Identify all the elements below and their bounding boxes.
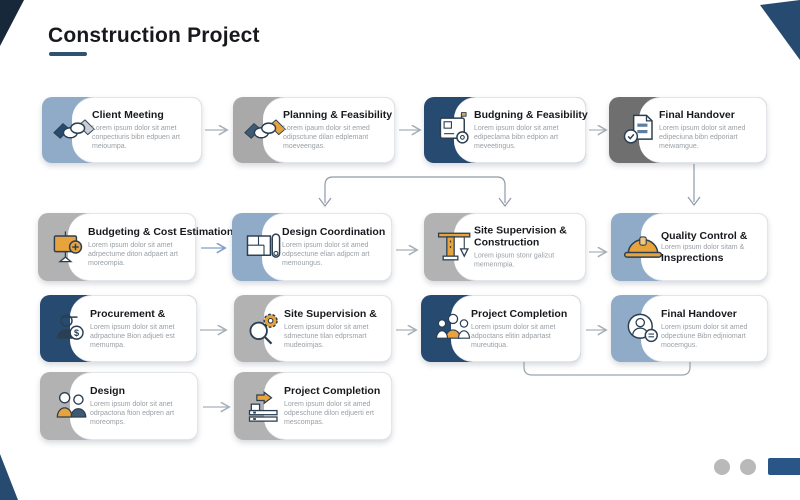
- card-body: Lorem ipsum dolor sit amet adrpectume di…: [88, 241, 178, 268]
- title-underline: [49, 52, 87, 56]
- card-title: Client Meeting: [92, 108, 164, 121]
- card-panel: [68, 213, 196, 281]
- card-final-handover-1: Final Handover Lorem ipsum dolor sit ame…: [609, 97, 767, 163]
- card-panel: [262, 213, 392, 281]
- card-title: Site Supervision & Construction: [474, 224, 567, 249]
- card-design-coordination: Design Coordination Lorem ipsum dolor si…: [232, 213, 392, 281]
- person-badge-icon: [627, 313, 658, 342]
- card-body: Lorem ipsum dolor sit amed edipeciuna bi…: [659, 124, 746, 151]
- card-panel: [641, 213, 768, 281]
- card-planning-feasibility: Planning & Feasibility Lorem ipaum dolor…: [233, 97, 395, 163]
- card-title: Final Handover: [659, 108, 735, 121]
- pagination-dot-2[interactable]: [740, 459, 756, 475]
- card-body: Lorem ipsum dolor sit amet conpectiuris …: [92, 124, 180, 151]
- search-gear-icon: [249, 313, 278, 344]
- corner-decoration-top-right: [760, 0, 800, 60]
- page-title: Construction Project: [48, 24, 260, 47]
- card-title: Budgning & Feasibility: [474, 108, 588, 121]
- team-icon: [56, 392, 87, 418]
- card-panel: [70, 295, 197, 362]
- card-title: Budgeting & Cost Estimation: [88, 225, 234, 238]
- card-title: Quality Control &: [661, 229, 748, 242]
- card-site-supervision: Site Supervision & Lorem ipsum dolor sit…: [234, 295, 392, 362]
- pagination-active-bar[interactable]: [768, 458, 800, 475]
- card-body: Lorem ipsum dolor sit amet sdmectune til…: [284, 323, 369, 349]
- floorplan-icon: [246, 233, 281, 258]
- card-body: Lorem ipsum dolor sit amed odpsectune el…: [282, 241, 370, 268]
- corner-decoration-bottom-left: [0, 454, 18, 500]
- card-budgning-feasibility: Budgning & Feasibility Lorem ipsum dolor…: [424, 97, 588, 163]
- card-quality-control-inspections: Quality Control & Lorem ipsum dolor sita…: [611, 213, 768, 281]
- card-panel: [264, 372, 392, 440]
- workers-icon: [435, 313, 471, 339]
- card-site-supervision-construction: Site Supervision & Construction Lorem ip…: [424, 213, 586, 281]
- svg-text:$: $: [74, 327, 79, 337]
- card-body: Lorem ipsum dolor sit amed odpectiune Bi…: [661, 323, 748, 349]
- card-project-completion-1: Project Completion Lorem ipsum dolor sit…: [421, 295, 581, 362]
- card-title: Project Completion: [284, 384, 381, 397]
- card-budgeting-cost-estimation: Budgeting & Cost Estimation Lorem ipsum …: [38, 213, 234, 281]
- documents-check-icon: [623, 114, 653, 144]
- card-panel: [263, 97, 395, 163]
- card-panel: [451, 295, 581, 362]
- card-title: Site Supervision &: [284, 307, 377, 320]
- card-title-secondary: Insprections: [661, 252, 724, 265]
- card-body: Lorem ipsum stonr galizut memenmpia.: [474, 252, 555, 269]
- blueprint-board-icon: [439, 112, 469, 144]
- card-project-completion-2: Project Completion Lorem ipsum dolor sit…: [234, 372, 392, 440]
- card-title: Procurement &: [90, 307, 166, 320]
- procurement-person-icon: $: [56, 314, 84, 340]
- card-title: Design: [90, 384, 126, 397]
- pallet-truck-icon: [248, 391, 278, 422]
- card-panel: [454, 97, 586, 163]
- card-title: Final Handover: [661, 307, 737, 320]
- card-panel: [639, 97, 767, 163]
- handshake-icon: [244, 119, 286, 139]
- card-title: Project Completion: [471, 307, 568, 320]
- card-body: Lorem ipsum dolor sit amet edipeclama bi…: [474, 124, 559, 151]
- card-body: Lorem ipsum dolor sit amed odpeschune di…: [284, 400, 374, 427]
- card-design: Design Lorem ipsum dolor sit anet odrpac…: [40, 372, 198, 440]
- card-panel: [70, 372, 198, 440]
- pagination-dot-1[interactable]: [714, 459, 730, 475]
- card-body: Lorem ipsum dolor sit anet odrpactona ft…: [90, 400, 175, 427]
- cost-board-icon: [53, 231, 83, 263]
- card-panel: [641, 295, 768, 362]
- hardhat-icon: [623, 236, 663, 258]
- crane-icon: [437, 232, 471, 261]
- card-client-meeting: Client Meeting Lorem ipsum dolor sit ame…: [42, 97, 202, 163]
- card-panel: [454, 213, 586, 281]
- corner-decoration-top-left: [0, 0, 24, 46]
- card-final-handover-2: Final Handover Lorem ipsum dolor sit ame…: [611, 295, 768, 362]
- card-body: Lorem ipsum dolor sit amet adpoctans eli…: [471, 323, 556, 349]
- card-body: Lorem ipaum dolor sit emed odipsctune di…: [283, 124, 370, 151]
- card-procurement: $ Procurement & Lorem ipsum dolor sit am…: [40, 295, 197, 362]
- handshake-icon: [53, 119, 95, 139]
- card-body: Lorem ipsum dolor sit amet adrpactune Bi…: [90, 323, 175, 349]
- card-title: Design Coordination: [282, 225, 386, 238]
- card-title: Planning & Feasibility: [283, 108, 393, 121]
- card-body: Lorem ipsum dolor sitam &: [661, 243, 745, 251]
- card-panel: [264, 295, 392, 362]
